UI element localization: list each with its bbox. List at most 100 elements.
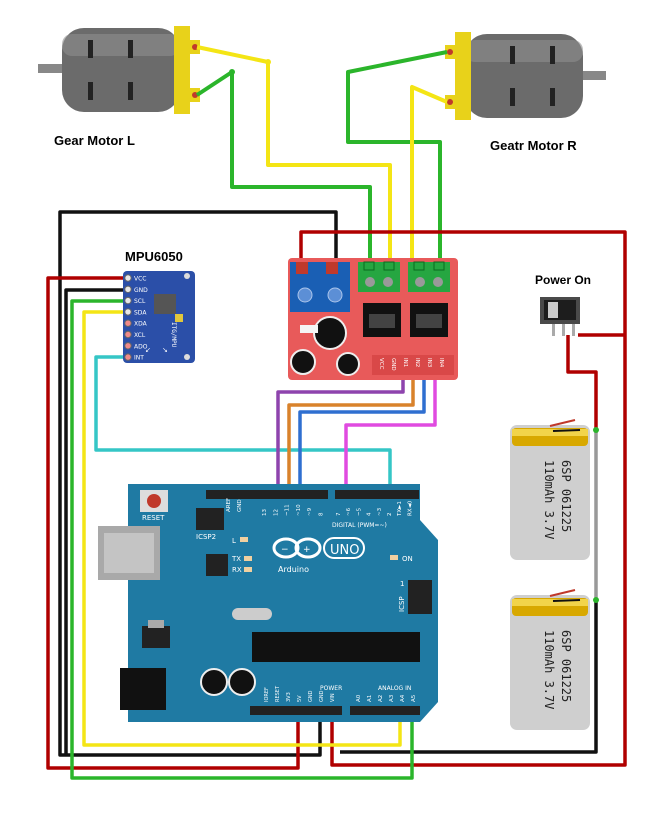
- imu-pin-vcc: [124, 274, 132, 282]
- imu-pin-scl: [124, 296, 132, 305]
- battery-bottom-line1: 6SP 061225: [559, 630, 573, 702]
- arduino-power-pin-label: GND: [319, 690, 325, 702]
- imu-pin-label: VCC: [134, 276, 146, 283]
- arduino-on-label: ON: [402, 555, 413, 563]
- arduino-digital-pin-label: 7: [336, 512, 342, 516]
- wire-yellow-sda: [82, 310, 402, 747]
- imu-pin-ado: [124, 342, 132, 350]
- wire-orange-in2: [287, 375, 415, 492]
- wire-red-mpu-vcc: [46, 276, 300, 770]
- wire-purple-in1: [276, 375, 405, 492]
- arduino-digital-pin-label: RX◄0: [407, 500, 413, 516]
- arduino-logo: − +: [272, 537, 322, 559]
- wire-left-motor-yellow: [196, 45, 392, 268]
- arduino-analog-pin-label: A2: [378, 695, 384, 702]
- arduino-analog-pin-label: A3: [389, 694, 395, 702]
- battery-top-line1: 6SP 061225: [559, 460, 573, 532]
- wire-right-motor-yellow: [410, 85, 448, 268]
- arduino-header-label: AREF: [226, 498, 232, 512]
- wire-red-driver-vcc: [299, 230, 627, 767]
- wire-magenta-in4: [344, 375, 437, 492]
- imu-pin-label: SCL: [134, 298, 146, 305]
- mpu6050-board: ITG/MPU ↙ ↘: [123, 271, 195, 363]
- arduino-analog-pin-label: A0: [356, 694, 362, 702]
- driver-pin-label: VCC: [378, 358, 384, 370]
- imu-axis-y: ↙: [145, 346, 151, 354]
- arduino-digital-pin-label: ~11: [285, 504, 291, 516]
- arduino-analog-pin-label: A5: [411, 694, 417, 702]
- arduino-power-pin-label: GND: [308, 690, 314, 702]
- wire-green-scl: [70, 299, 414, 780]
- imu-pin-label: XDA: [134, 321, 148, 328]
- imu-axis-x: ↘: [162, 346, 168, 354]
- driver-pin-label: GND: [390, 358, 396, 371]
- arduino-analog-pin-labels: A0 A1 A2 A3 A4 A5: [356, 694, 417, 702]
- arduino-l-label: L: [232, 537, 236, 545]
- power-label: Power On: [535, 273, 591, 287]
- arduino-header-label: GND: [237, 499, 243, 512]
- wire-black-driver-gnd: [58, 210, 338, 757]
- arduino-rx-label: RX: [232, 566, 242, 574]
- arduino-digital-pin-label: 2: [387, 513, 393, 517]
- arduino-digital-header: DIGITAL (PWM=~): [332, 522, 387, 529]
- arduino-icsp2-label: ICSP2: [196, 533, 216, 541]
- wire-cyan-int: [94, 355, 392, 492]
- arduino-reset-label: RESET: [142, 514, 165, 522]
- battery-bottom: 6SP 061225 110mAh 3.7V: [510, 589, 590, 730]
- power-switch[interactable]: [540, 297, 580, 336]
- wire-red-switch-battery: [566, 335, 598, 428]
- arduino-model-label: UNO: [330, 543, 359, 558]
- arduino-digital-pin-label: ~10: [296, 504, 302, 516]
- arduino-digital-pin-label: 13: [262, 509, 268, 516]
- imu-pin-sda: [124, 308, 132, 316]
- imu-pin-label: XCL: [134, 332, 146, 339]
- imu-pin-xcl: [124, 330, 132, 339]
- imu-pin-label: SDA: [134, 309, 147, 316]
- arduino-digital-pin-label: 12: [273, 509, 279, 516]
- battery-top-line2: 110mAh 3.7V: [542, 460, 556, 539]
- arduino-icsp-label: ICSP: [398, 596, 406, 612]
- arduino-icsp-num: 1: [400, 580, 404, 588]
- imu-pin-label: ADO: [134, 343, 148, 350]
- arduino-analog-pin-label: A1: [367, 695, 373, 702]
- motor-right-label: Geatr Motor R: [490, 138, 577, 153]
- arduino-digital-pin-label: ~3: [377, 507, 383, 516]
- arduino-uno-board: RESET ICSP2 ICSP 1 L TX RX ON −: [98, 484, 438, 722]
- imu-pin-xda: [124, 319, 132, 327]
- imu-pin-gnd: [124, 285, 132, 293]
- arduino-power-header: POWER: [320, 685, 342, 692]
- wire-left-motor-green: [195, 70, 372, 268]
- wire-endpoints: [229, 59, 599, 603]
- arduino-analog-pin-label: A4: [400, 694, 406, 702]
- driver-pin-label: IN3: [426, 358, 432, 368]
- imu-label: MPU6050: [125, 249, 183, 264]
- arduino-power-pin-label: 5V: [297, 695, 303, 702]
- arduino-power-pin-label: IOREF: [264, 687, 270, 702]
- arduino-power-pin-label: 3V3: [286, 692, 292, 702]
- battery-top: 6SP 061225 110mAh 3.7V: [510, 419, 590, 560]
- wire-black-mpu-gnd: [64, 288, 128, 755]
- imu-pin-label: INT: [134, 355, 144, 362]
- motor-wires: [195, 45, 448, 268]
- wire-right-motor-green: [346, 50, 448, 268]
- motor-driver-board: [288, 258, 458, 380]
- arduino-brand-label: Arduino: [278, 565, 309, 574]
- power-wires: [46, 210, 627, 770]
- driver-pin-label: IN2: [414, 358, 420, 367]
- arduino-digital-pin-label: ~6: [346, 507, 352, 516]
- driver-pin-label: IN1: [402, 358, 408, 367]
- svg-text:+: +: [303, 545, 311, 555]
- svg-text:−: −: [281, 545, 289, 555]
- arduino-digital-pin-label: 4: [367, 512, 373, 516]
- driver-pin-label: IN4: [438, 358, 444, 368]
- arduino-power-pin-label: VIN: [330, 693, 336, 702]
- gear-motor-right: [445, 32, 606, 120]
- imu-chip-text: ITG/MPU: [170, 322, 177, 348]
- driver-pin-header: VCC GND IN1 IN2 IN3 IN4: [378, 358, 444, 371]
- imu-pin-int: [124, 353, 132, 361]
- battery-bottom-line2: 110mAh 3.7V: [542, 630, 556, 709]
